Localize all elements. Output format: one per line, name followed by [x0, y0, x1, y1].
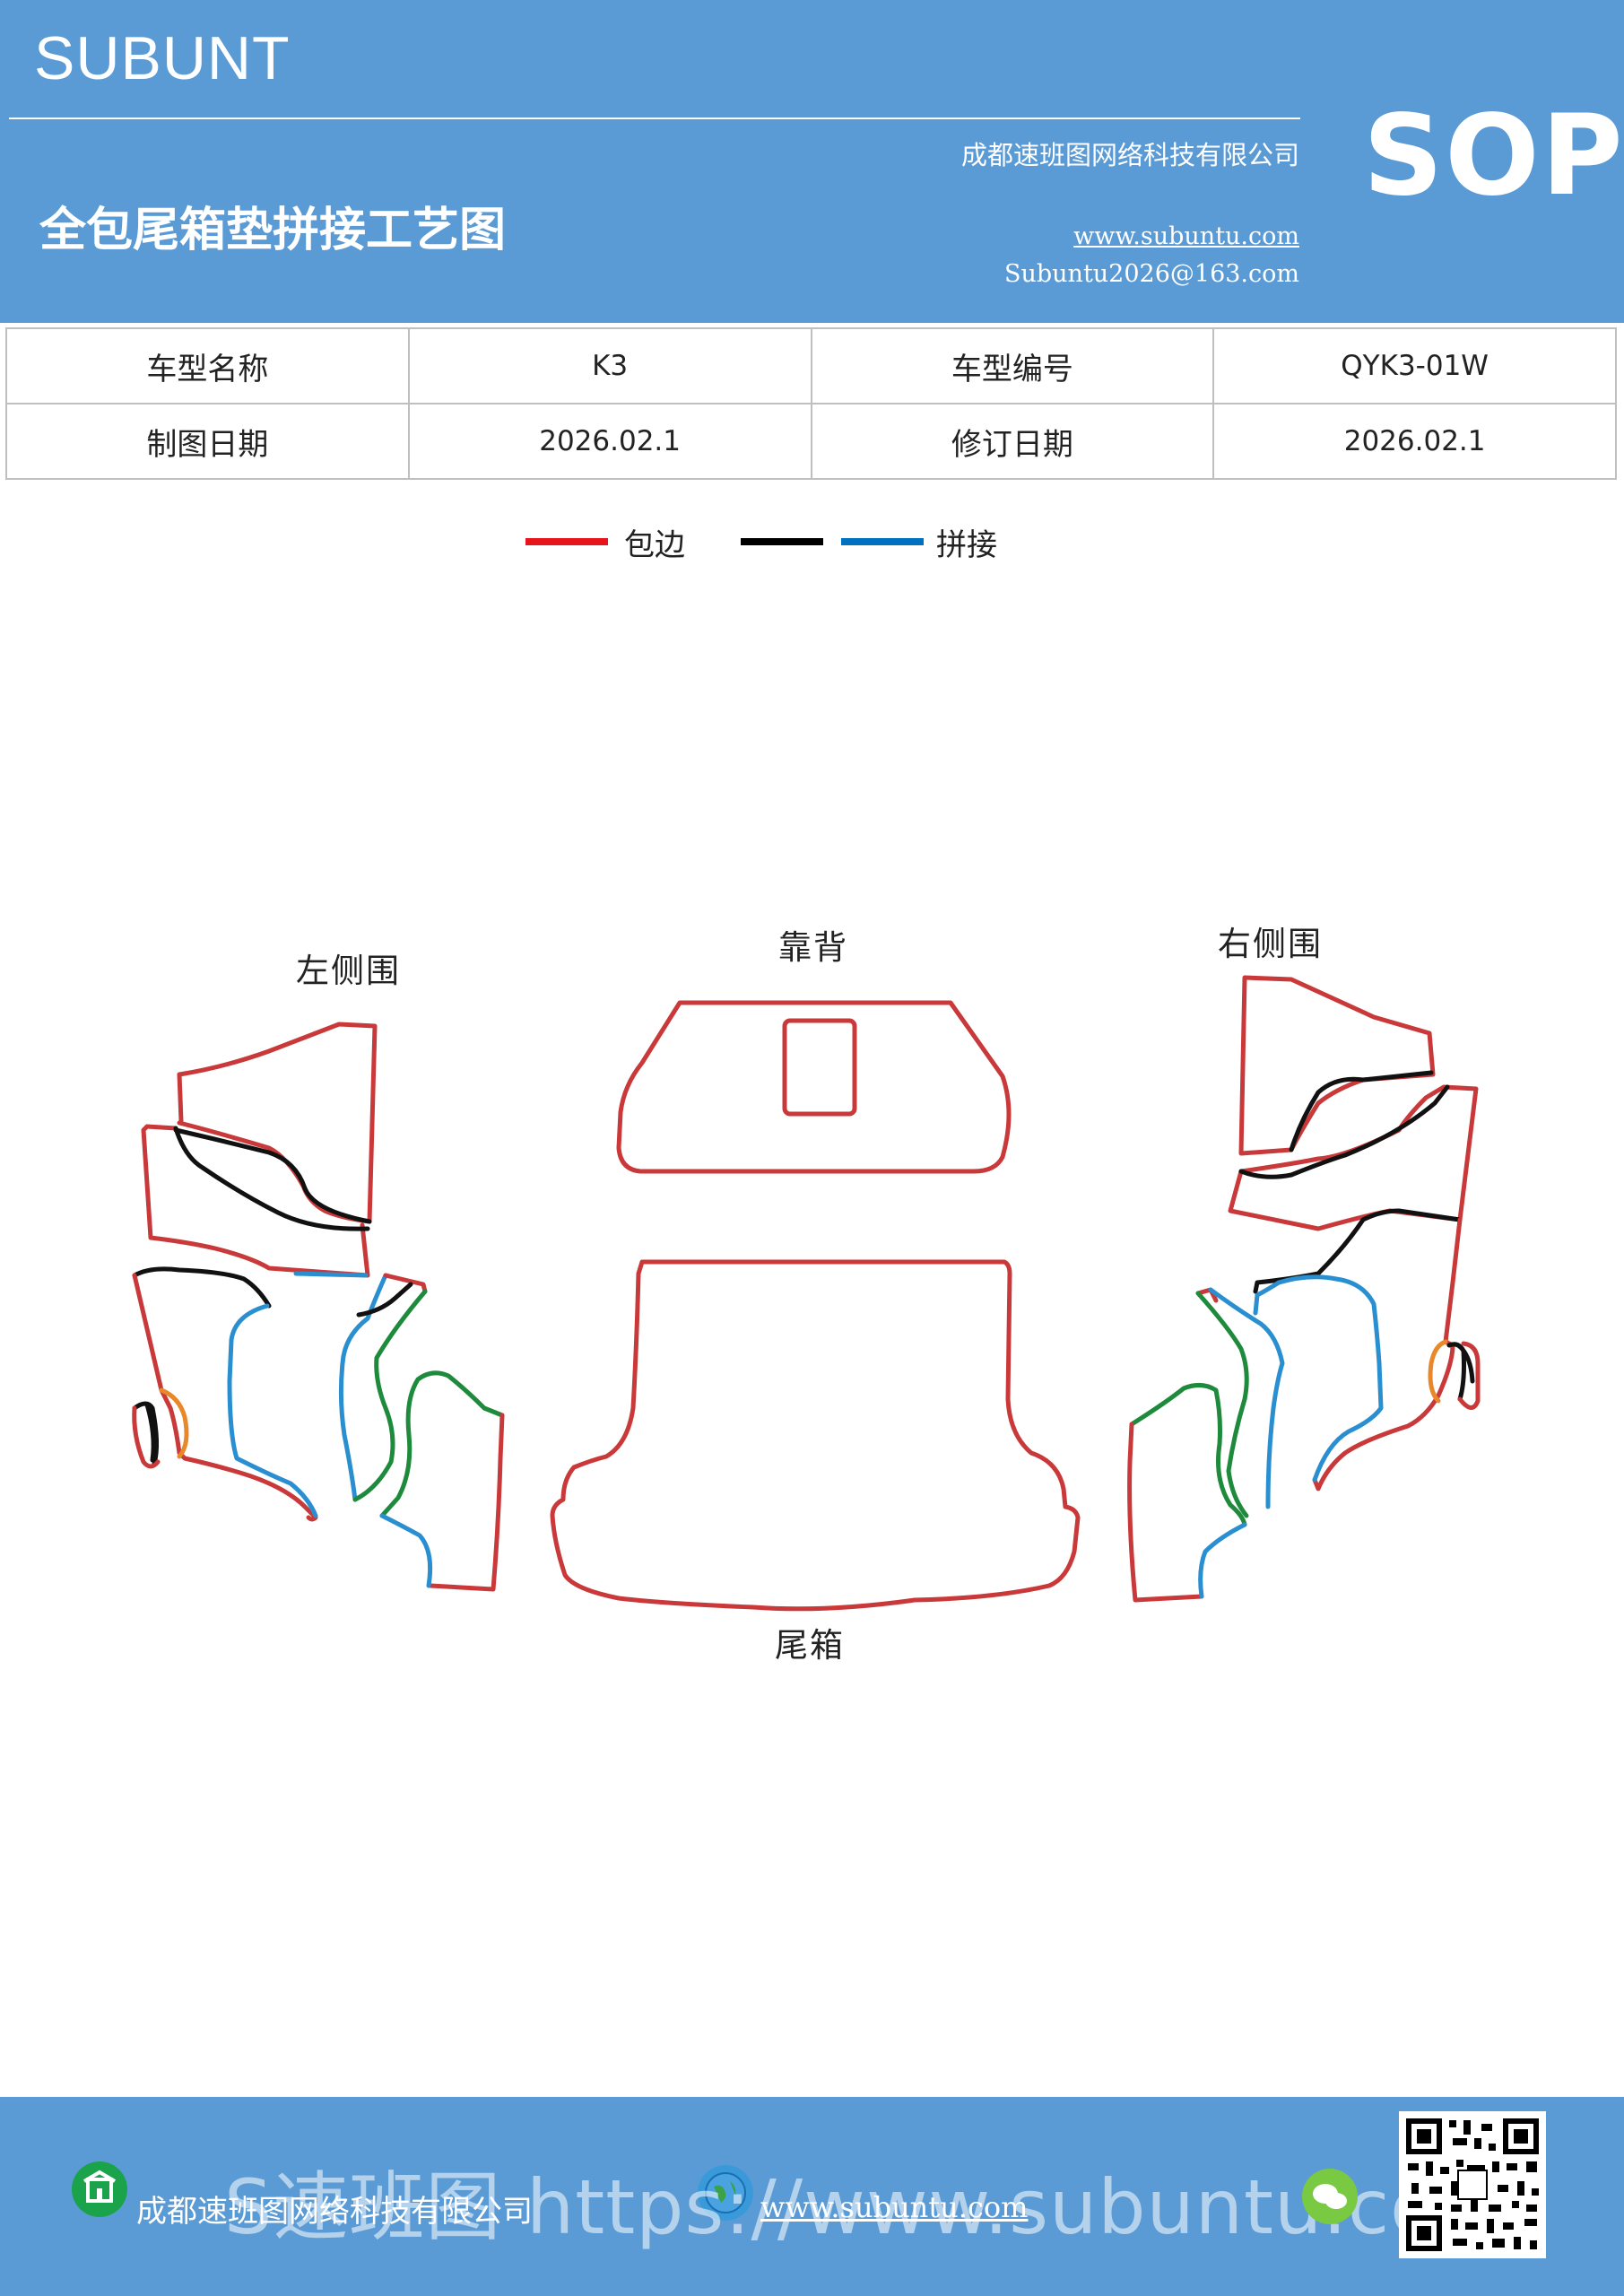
- legend-black-line: [741, 538, 823, 545]
- draw-date-value: 2026.02.1: [407, 403, 812, 480]
- trunk-label: 尾箱: [775, 1626, 845, 1665]
- footer-website-link[interactable]: www.subuntu.com: [760, 2190, 1029, 2224]
- left-mid-splice: [173, 1126, 370, 1231]
- left-corner-black: [132, 1401, 160, 1466]
- backrest-outline: [616, 1000, 1012, 1174]
- building-icon: [72, 2161, 127, 2217]
- right-mid-edge: [1228, 1084, 1479, 1231]
- legend: 包边 拼接: [0, 520, 1624, 574]
- wechat-icon: [1302, 2169, 1358, 2224]
- left-mid-splice-blue: [293, 1271, 369, 1278]
- header-divider: [9, 117, 1300, 119]
- vehicle-info-table: 车型名称 K3 车型编号 QYK3-01W 制图日期 2026.02.1 修订日…: [5, 327, 1617, 480]
- globe-icon: [698, 2165, 753, 2221]
- legend-splice-label: 拼接: [936, 527, 997, 563]
- model-code-label: 车型编号: [810, 327, 1215, 404]
- draw-date-label: 制图日期: [5, 403, 410, 480]
- right-lower-edge: [1312, 1217, 1463, 1492]
- right-mid-splice: [1238, 1084, 1450, 1179]
- website-link[interactable]: www.subuntu.com: [1073, 222, 1299, 250]
- left-strip-splice-blue: [338, 1273, 388, 1502]
- left-lower-edge: [132, 1273, 318, 1522]
- revision-date-label: 修订日期: [810, 403, 1215, 480]
- company-name: 成都速班图网络科技有限公司: [960, 140, 1299, 170]
- right-strip-splice-green: [1195, 1291, 1249, 1518]
- header-banner: SUBUNT 成都速班图网络科技有限公司 全包尾箱垫拼接工艺图 www.subu…: [0, 0, 1624, 323]
- sop-badge: SOP: [1363, 91, 1624, 221]
- left-strip-edge: [383, 1273, 428, 1294]
- legend-edge-label: 包边: [624, 527, 685, 563]
- footer-banner: 成都速班图网络科技有限公司 www.subuntu.com S速班图 https…: [0, 2097, 1624, 2296]
- document-title: 全包尾箱垫拼接工艺图: [39, 203, 507, 257]
- right-corner-orange: [1428, 1339, 1448, 1404]
- table-row: 车型名称 K3 车型编号 QYK3-01W: [5, 327, 1617, 404]
- model-code-value: QYK3-01W: [1212, 327, 1617, 404]
- model-name-label: 车型名称: [5, 327, 410, 404]
- left-side-label: 左侧围: [296, 952, 401, 990]
- footer-company-name: 成都速班图网络科技有限公司: [136, 2194, 533, 2230]
- model-name-value: K3: [407, 327, 812, 404]
- watermark-text: S速班图 https://www.subuntu.com: [224, 2163, 1512, 2251]
- legend-edge-line: [525, 538, 608, 545]
- right-side-label: 右侧围: [1218, 925, 1323, 963]
- left-mid-edge: [141, 1124, 370, 1278]
- left-upper-splice: [173, 1127, 372, 1224]
- right-strip-splice-blue: [1208, 1287, 1285, 1509]
- left-strip-splice-black: [356, 1282, 413, 1318]
- trunk-outline: [550, 1259, 1081, 1612]
- left-lower-splice-blue: [227, 1303, 318, 1518]
- right-corner-black: [1446, 1342, 1475, 1402]
- revision-date-value: 2026.02.1: [1212, 403, 1617, 480]
- table-row: 制图日期 2026.02.1 修订日期 2026.02.1: [5, 403, 1617, 480]
- right-corner-edge: [1457, 1341, 1481, 1410]
- brand-logo-text: SUBUNT: [34, 24, 291, 92]
- left-lower-top-splice: [132, 1266, 272, 1309]
- left-corner-edge: [132, 1405, 161, 1469]
- backrest-label: 靠背: [778, 928, 848, 967]
- left-panel-edge: [428, 1413, 505, 1592]
- right-panel-edge: [1127, 1422, 1204, 1603]
- qr-code: [1399, 2111, 1546, 2258]
- right-upper-splice: [1289, 1070, 1434, 1152]
- right-lower-splice-blue: [1253, 1274, 1384, 1483]
- right-panel-splice-blue: [1198, 1522, 1247, 1599]
- left-panel-splice-blue: [379, 1513, 433, 1588]
- email-address[interactable]: Subuntu2026@163.com: [1004, 260, 1299, 288]
- left-strip-splice-green: [352, 1289, 428, 1502]
- left-panel-splice-green: [379, 1370, 505, 1518]
- right-panel-splice-green: [1129, 1383, 1247, 1527]
- left-upper-edge: [177, 1022, 378, 1224]
- backrest-cutout: [782, 1018, 857, 1117]
- left-corner-orange: [159, 1387, 189, 1459]
- legend-splice-line: [841, 538, 924, 545]
